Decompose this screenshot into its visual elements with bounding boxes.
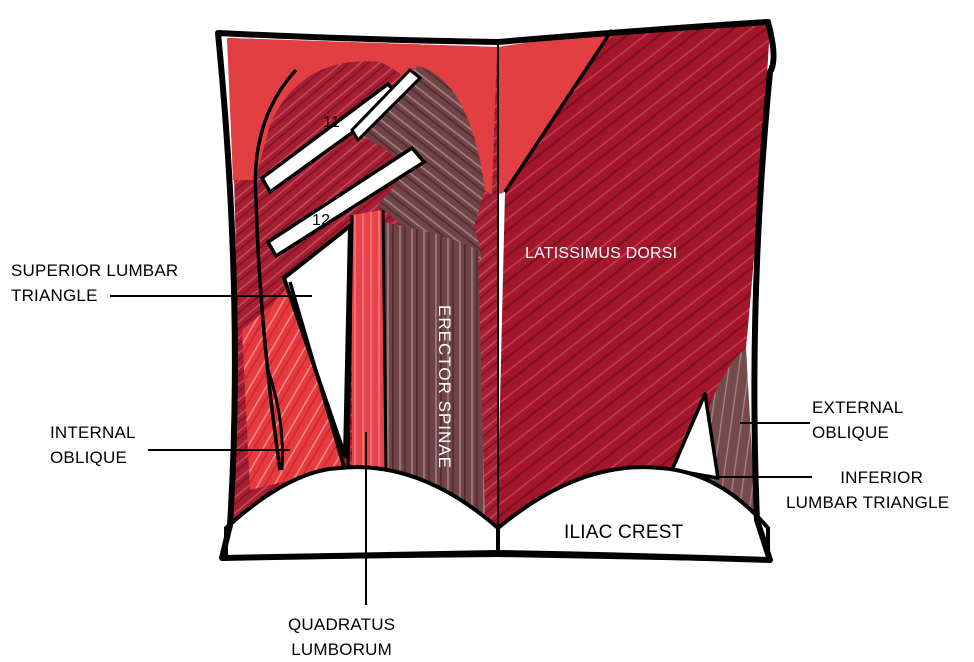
label-inferior-lumbar-triangle: INFERIOR LUMBAR TRIANGLE: [800, 465, 949, 515]
label-quadratus-line-1: QUADRATUS: [288, 612, 395, 637]
label-erector-spinae: ERECTOR SPINAE: [425, 292, 463, 482]
label-rib-11: 11: [323, 114, 340, 132]
label-rib-12: 12: [312, 212, 330, 230]
label-erector-spinae-text: ERECTOR SPINAE: [434, 305, 454, 469]
right-half: [497, 25, 770, 530]
label-latissimus-dorsi: LATISSIMUS DORSI: [521, 244, 681, 264]
label-quadratus-line-2: LUMBORUM: [288, 637, 395, 662]
label-internal-oblique: INTERNAL OBLIQUE: [50, 420, 136, 470]
label-iliac-crest: ILIAC CREST: [564, 522, 683, 544]
label-superior-line-2: TRIANGLE: [11, 283, 178, 308]
label-external-line-1: EXTERNAL: [812, 395, 903, 420]
label-superior-line-1: SUPERIOR LUMBAR: [11, 258, 178, 283]
quadratus-lumborum-muscle: [352, 210, 386, 470]
label-inferior-line-2: LUMBAR TRIANGLE: [786, 490, 949, 515]
label-internal-line-1: INTERNAL: [50, 420, 136, 445]
label-superior-lumbar-triangle: SUPERIOR LUMBAR TRIANGLE: [11, 258, 178, 308]
label-external-oblique: EXTERNAL OBLIQUE: [812, 395, 903, 445]
label-inferior-line-1: INFERIOR: [800, 465, 949, 490]
label-internal-line-2: OBLIQUE: [50, 445, 136, 470]
label-quadratus-lumborum: QUADRATUS LUMBORUM: [288, 612, 395, 662]
label-external-line-2: OBLIQUE: [812, 420, 903, 445]
